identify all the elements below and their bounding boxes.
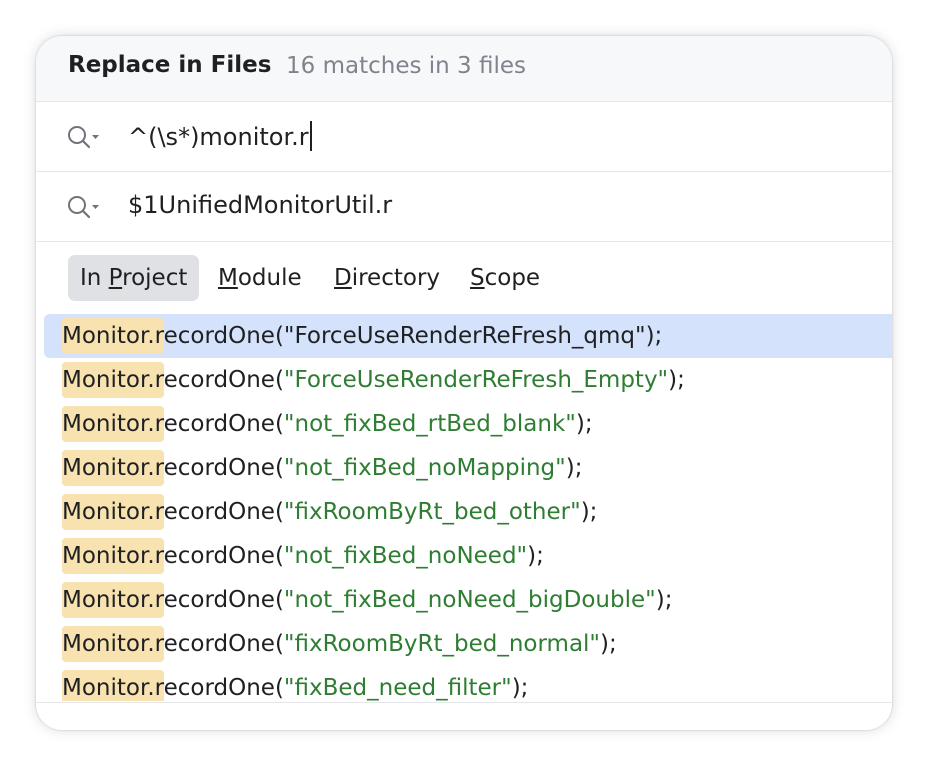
tab-directory[interactable]: Directory — [334, 265, 441, 291]
result-row[interactable]: Monitor.recordOne("ForceUseRenderReFresh… — [44, 358, 892, 402]
match-highlight: Monitor.r — [62, 538, 164, 574]
text-caret — [309, 121, 312, 151]
results-list[interactable]: Monitor.recordOne("ForceUseRenderReFresh… — [36, 312, 892, 701]
tab-scope[interactable]: Scope — [470, 265, 541, 291]
result-code: Monitor.recordOne("not_fixBed_rtBed_blan… — [62, 406, 593, 442]
match-highlight: Monitor.r — [62, 626, 164, 662]
result-row[interactable]: Monitor.recordOne("ForceUseRenderReFresh… — [44, 314, 892, 358]
tab-module[interactable]: Module — [218, 265, 302, 291]
result-row[interactable]: Monitor.recordOne("not_fixBed_noNeed_big… — [44, 578, 892, 622]
find-field-row: ^(\s*)monitor.r — [36, 102, 892, 172]
match-highlight: Monitor.r — [62, 670, 164, 701]
search-history-icon[interactable] — [66, 194, 102, 220]
search-history-icon[interactable] — [66, 124, 102, 150]
match-highlight: Monitor.r — [62, 318, 164, 354]
match-highlight: Monitor.r — [62, 450, 164, 486]
match-highlight: Monitor.r — [62, 582, 164, 618]
result-code: Monitor.recordOne("ForceUseRenderReFresh… — [62, 318, 662, 354]
dialog-title: Replace in Files — [68, 52, 272, 78]
result-code: Monitor.recordOne("not_fixBed_noNeed_big… — [62, 582, 672, 618]
scope-tabs: In Project Module Directory Scope — [36, 242, 892, 312]
match-highlight: Monitor.r — [62, 494, 164, 530]
result-row[interactable]: Monitor.recordOne("fixRoomByRt_bed_norma… — [44, 622, 892, 666]
result-row[interactable]: Monitor.recordOne("not_fixBed_rtBed_blan… — [44, 402, 892, 446]
replace-input-value: $1UnifiedMonitorUtil.r — [128, 191, 393, 219]
result-row[interactable]: Monitor.recordOne("not_fixBed_noMapping"… — [44, 446, 892, 490]
replace-in-files-dialog: Replace in Files 16 matches in 3 files ^… — [36, 36, 892, 730]
replace-input[interactable]: $1UnifiedMonitorUtil.r — [128, 191, 392, 219]
match-highlight: Monitor.r — [62, 362, 164, 398]
result-code: Monitor.recordOne("fixRoomByRt_bed_norma… — [62, 626, 617, 662]
result-row[interactable]: Monitor.recordOne("not_fixBed_noNeed"); — [44, 534, 892, 578]
find-input-value: ^(\s*)monitor.r — [128, 123, 309, 151]
result-row[interactable]: Monitor.recordOne("fixRoomByRt_bed_other… — [44, 490, 892, 534]
result-code: Monitor.recordOne("not_fixBed_noNeed"); — [62, 538, 544, 574]
match-highlight: Monitor.r — [62, 406, 164, 442]
dialog-header[interactable]: Replace in Files 16 matches in 3 files — [36, 36, 892, 102]
preview-divider — [36, 702, 892, 730]
match-count: 16 matches in 3 files — [286, 53, 526, 79]
tab-in-project[interactable]: In Project — [68, 255, 200, 301]
result-code: Monitor.recordOne("fixRoomByRt_bed_other… — [62, 494, 597, 530]
result-code: Monitor.recordOne("not_fixBed_noMapping"… — [62, 450, 582, 486]
result-code: Monitor.recordOne("ForceUseRenderReFresh… — [62, 362, 685, 398]
find-input[interactable]: ^(\s*)monitor.r — [128, 121, 312, 151]
result-row[interactable]: Monitor.recordOne("fixBed_need_filter"); — [44, 666, 892, 701]
result-code: Monitor.recordOne("fixBed_need_filter"); — [62, 670, 528, 701]
replace-field-row: $1UnifiedMonitorUtil.r — [36, 172, 892, 242]
